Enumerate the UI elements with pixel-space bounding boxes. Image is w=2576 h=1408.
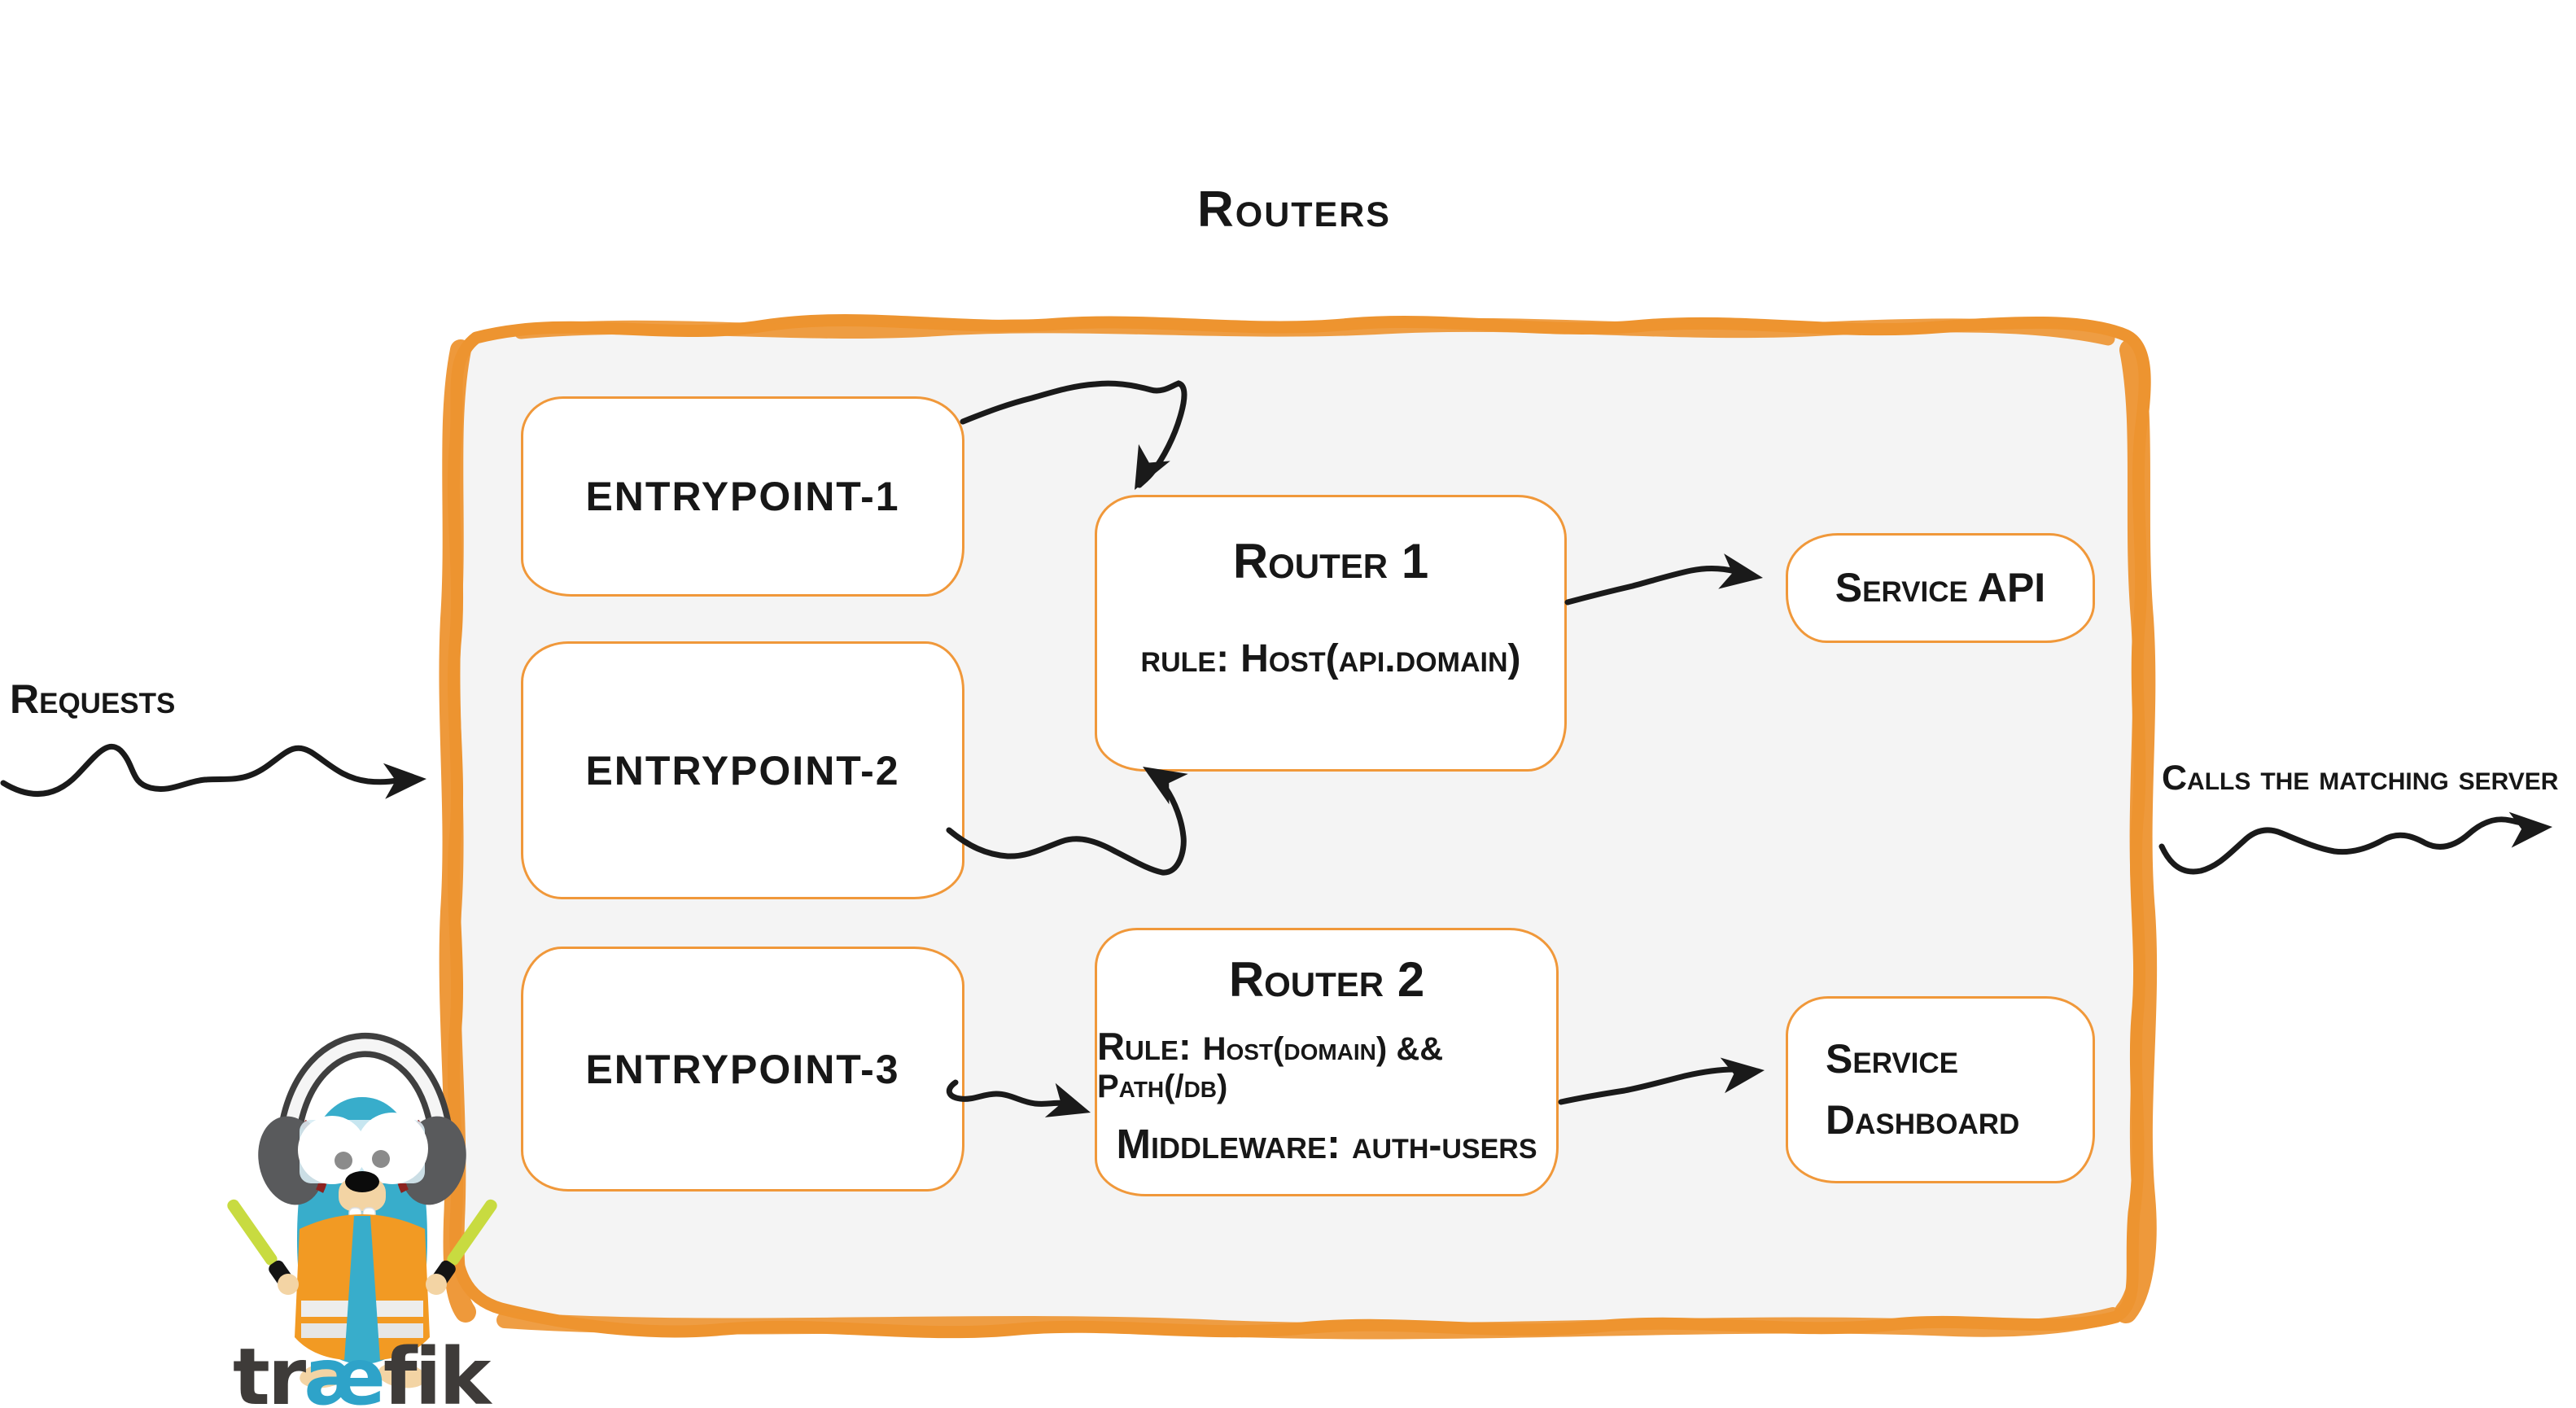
router-2-title: Router 2 (1228, 952, 1425, 1007)
container-left-brush (439, 339, 476, 1323)
arrowhead-entrypoint1-router1 (1135, 444, 1170, 490)
wordmark-ae: æ (304, 1331, 386, 1408)
gopher-nose (345, 1171, 379, 1192)
router-1-box: Router 1 rule:Host(api.domain) (1095, 495, 1567, 772)
vest-opening (344, 1216, 380, 1361)
arrow-entrypoint3-router2 (946, 1079, 1074, 1108)
diagram-title: Routers (1197, 181, 1391, 238)
arrowhead-entrypoint2-router1 (1143, 767, 1188, 805)
entrypoint-1-box: entrypoint-1 (521, 396, 964, 597)
router-2-middleware-value: auth-users (1351, 1124, 1537, 1167)
entrypoint-2-box: entrypoint-2 (521, 641, 964, 899)
calls-matching-server-label: Calls the matching server (2162, 759, 2559, 798)
arrowhead-router1-serviceapi (1718, 553, 1763, 589)
gopher-foot (378, 1362, 426, 1388)
arrowhead-requests (383, 763, 426, 799)
router-2-middleware: Middleware: auth-users (1116, 1120, 1537, 1168)
service-dashboard-label: Service Dashboard (1826, 1036, 2020, 1143)
gopher-hand (426, 1274, 447, 1295)
router-1-title: Router 1 (1232, 534, 1429, 588)
router-2-rule-label: Rule: (1097, 1025, 1192, 1068)
requests-label: Requests (10, 676, 176, 722)
container-bottom-brush (496, 1307, 2121, 1340)
gopher-foot (300, 1362, 348, 1388)
traefik-gopher-logo (227, 1032, 497, 1388)
service-api-label: Service API (1835, 565, 2046, 610)
arrow-router2-servicedashboard (1558, 1066, 1758, 1105)
arrowhead-router2-servicedashboard (1720, 1057, 1765, 1094)
service-dashboard-box: Service Dashboard (1786, 996, 2095, 1183)
arrow-calls-server (2158, 816, 2543, 875)
gopher-pupil (335, 1152, 352, 1170)
router-2-box: Router 2 Rule:Host(domain) && Path(/db) … (1095, 928, 1559, 1196)
entrypoint-2-label: entrypoint-2 (585, 747, 900, 794)
container-right-brush (2115, 339, 2158, 1323)
gopher-hand (278, 1274, 299, 1295)
wordmark-tr: tr (233, 1331, 306, 1408)
arrowhead-calls-server (2508, 811, 2552, 848)
router-2-rule: Rule:Host(domain) && Path(/db) (1097, 1024, 1556, 1105)
gopher-eye-right (356, 1113, 428, 1184)
wordmark-fik: fik (383, 1331, 492, 1408)
gopher-pupil (372, 1150, 390, 1168)
service-api-box: Service API (1786, 533, 2095, 643)
arrow-requests (0, 743, 410, 797)
router-1-rule: rule:Host(api.domain) (1141, 636, 1521, 681)
entrypoint-1-label: entrypoint-1 (585, 474, 900, 519)
traefik-wordmark: træfik (233, 1331, 492, 1408)
router-2-middleware-label: Middleware: (1116, 1121, 1340, 1167)
entrypoint-3-label: entrypoint-3 (585, 1046, 900, 1092)
router-2-rule-value: Host(domain) && Path(/db) (1097, 1031, 1444, 1104)
arrow-entrypoint2-router1 (946, 768, 1187, 876)
container-top-brush (514, 317, 2115, 346)
router-1-rule-value: Host(api.domain) (1240, 637, 1521, 680)
router-1-rule-label: rule: (1140, 637, 1230, 680)
arrowhead-entrypoint3-router2 (1044, 1082, 1091, 1117)
entrypoint-3-box: entrypoint-3 (521, 947, 964, 1192)
